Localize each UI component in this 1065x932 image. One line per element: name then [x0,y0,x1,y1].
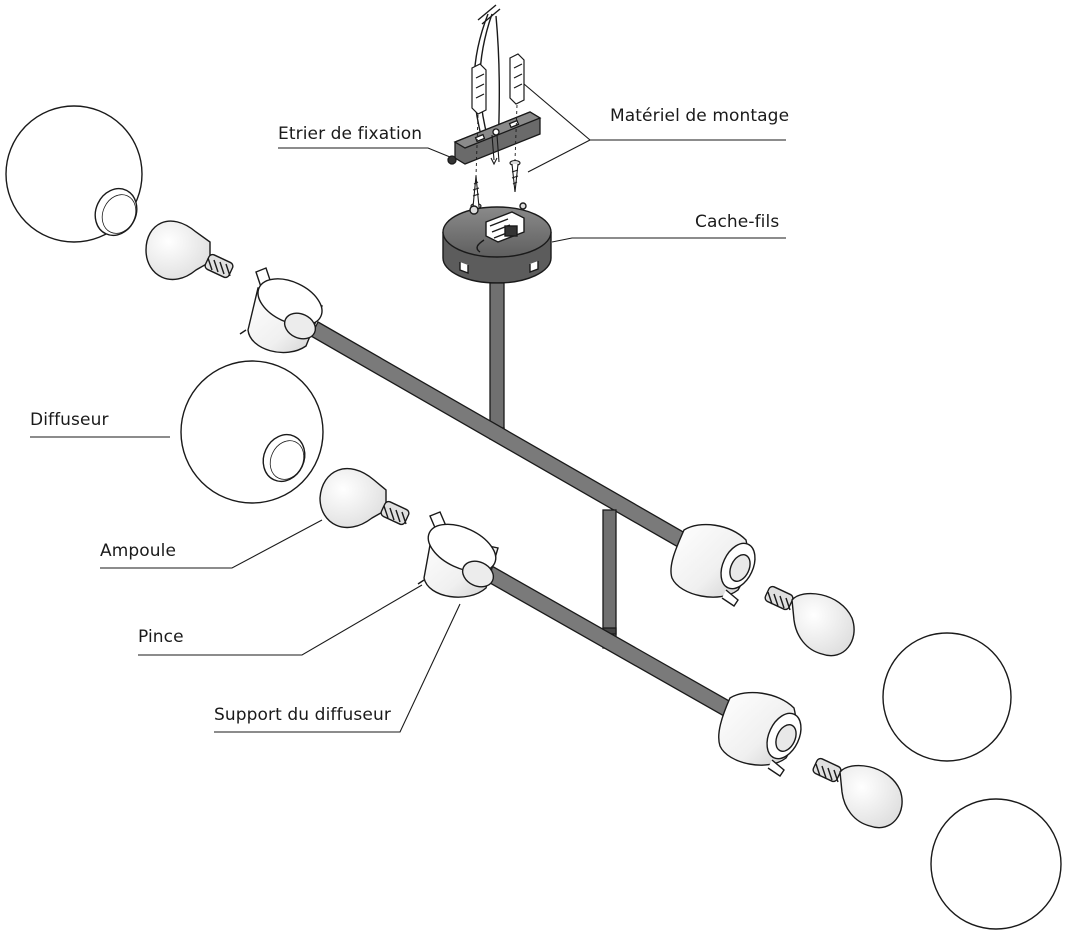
glass-globe-upper-right [882,632,1012,762]
vertical-stem [489,282,505,440]
leader-hardware-a [523,83,591,141]
leader-lines [30,83,786,733]
label-diffuser-support: Support du diffuseur [214,705,391,725]
middle-stem [602,509,617,649]
label-mounting-hardware: Matériel de montage [610,106,790,126]
leader-hardware-b [527,139,591,173]
wall-plug-left [471,63,487,115]
glass-globe-middle-left [180,360,324,504]
glass-globe-lower-right [930,798,1062,930]
leader-diffuser-support [214,603,461,733]
socket-middle-left [417,511,499,598]
leader-bulb [100,519,323,569]
wall-plug-right [509,53,525,105]
screw-left [470,175,482,210]
label-diffuser: Diffuseur [30,410,109,430]
label-clip: Pince [138,627,184,647]
wire-cover-canopy [442,202,552,284]
label-mounting-bracket: Etrier de fixation [278,124,423,144]
label-wire-cover: Cache-fils [695,212,780,232]
socket-upper-right [670,523,756,607]
bulb-middle-left [319,468,410,529]
assembly-axis-lines [475,104,518,177]
bulb-lower-right [812,757,903,829]
screw-right [509,159,521,193]
glass-globe-upper-left [5,105,143,243]
bracket-wires [490,134,500,166]
leader-mounting-bracket [278,147,451,158]
socket-lower-right [718,691,802,777]
bulb-upper-left [145,220,234,281]
label-bulb: Ampoule [100,541,177,561]
leader-clip [138,584,423,656]
leader-wire-cover [551,237,786,243]
socket-upper-left [239,267,323,354]
bulb-upper-right [764,585,855,657]
